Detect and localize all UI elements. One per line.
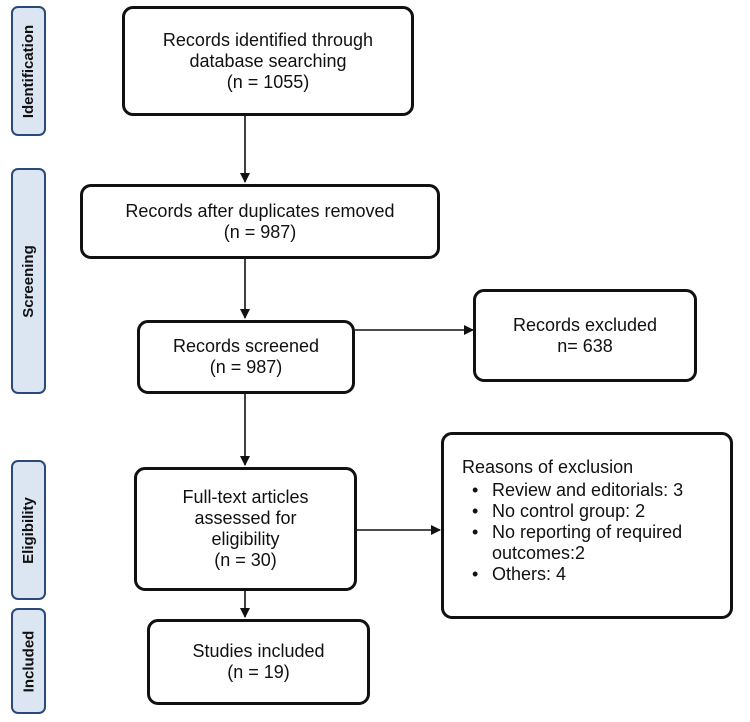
text-full-text-line2: assessed for	[194, 508, 297, 528]
box-records-excluded: Records excluded n= 638	[473, 289, 697, 382]
text-records-identified-line2: database searching	[189, 50, 347, 71]
text-reason-4: Others: 4	[492, 564, 567, 584]
text-records-excluded-line1: Records excluded	[512, 314, 658, 335]
text-records-identified-line1: Records identified through	[162, 29, 374, 50]
text-studies-included-count: (n = 19)	[227, 662, 290, 682]
text-reason-3-line2: outcomes:2	[492, 543, 586, 563]
text-records-identified-count: (n = 1055)	[226, 71, 310, 92]
box-records-screened: Records screened (n = 987)	[137, 320, 355, 394]
text-reason-2: No control group: 2	[492, 501, 646, 521]
box-reasons-of-exclusion: Reasons of exclusion Review and editoria…	[441, 432, 733, 619]
phase-screening: Screening	[11, 168, 46, 394]
text-reason-1: Review and editorials: 3	[492, 480, 684, 500]
box-full-text-articles: Full-text articles assessed for eligibil…	[134, 467, 357, 591]
list-item-reason: No reporting of required outcomes:2	[472, 522, 683, 564]
text-studies-included-line1: Studies included	[192, 641, 325, 661]
phase-included: Included	[11, 608, 46, 714]
box-records-identified: Records identified through database sear…	[122, 6, 414, 116]
text-full-text-line3: eligibility	[211, 529, 280, 549]
text-records-screened-line1: Records screened	[172, 336, 320, 356]
text-records-screened-count: (n = 987)	[209, 357, 283, 377]
text-records-excluded-count: n= 638	[557, 335, 613, 356]
list-item-reason: Others: 4	[472, 564, 683, 585]
phase-identification: Identification	[11, 6, 46, 136]
phase-eligibility: Eligibility	[11, 460, 46, 600]
text-duplicates-removed-count: (n = 987)	[223, 221, 297, 242]
text-full-text-count: (n = 30)	[214, 550, 277, 570]
list-item-reason: No control group: 2	[472, 501, 683, 522]
box-duplicates-removed: Records after duplicates removed (n = 98…	[80, 184, 440, 259]
text-reasons-heading: Reasons of exclusion	[462, 457, 634, 477]
box-studies-included: Studies included (n = 19)	[147, 619, 370, 705]
text-reason-3-line1: No reporting of required	[492, 522, 683, 542]
text-duplicates-removed-line1: Records after duplicates removed	[125, 200, 395, 221]
list-item-reason: Review and editorials: 3	[472, 480, 683, 501]
list-exclusion-reasons: Review and editorials: 3 No control grou…	[462, 480, 683, 585]
text-full-text-line1: Full-text articles	[182, 487, 309, 507]
